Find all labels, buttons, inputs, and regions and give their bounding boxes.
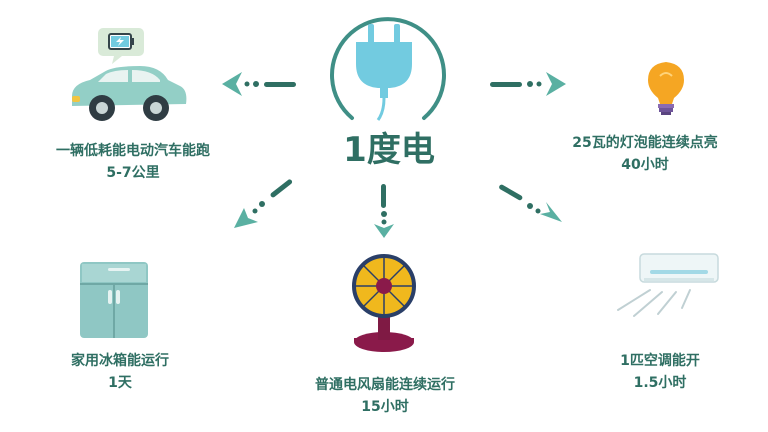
- battery-icon: [98, 28, 144, 64]
- car-label-line1: 一辆低耗能电动汽车能跑: [56, 143, 210, 159]
- ac-label-line2: 1.5小时: [633, 375, 687, 391]
- arrow-to-bulb: [490, 72, 566, 96]
- arrow-to-fridge: [234, 179, 293, 228]
- bulb-label: 25瓦的灯泡能连续点亮 40小时: [530, 132, 760, 176]
- fridge-label-line1: 家用冰箱能运行: [71, 353, 169, 369]
- bulb-label-line2: 40小时: [621, 157, 669, 173]
- ac-label-line1: 1匹空调能开: [620, 353, 700, 369]
- air-conditioner-icon: [617, 253, 719, 317]
- bulb-icon: [648, 62, 684, 115]
- bulb-label-line1: 25瓦的灯泡能连续点亮: [572, 135, 718, 151]
- fridge-label: 家用冰箱能运行 1天: [30, 350, 210, 394]
- fridge-icon: [80, 262, 148, 338]
- car-label-line2: 5-7公里: [106, 165, 160, 181]
- fan-label-line2: 15小时: [361, 399, 409, 415]
- fan-label: 普通电风扇能连续运行 15小时: [270, 374, 500, 418]
- fan-label-line1: 普通电风扇能连续运行: [315, 377, 455, 393]
- fan-icon: [352, 254, 416, 352]
- car-label: 一辆低耗能电动汽车能跑 5-7公里: [8, 140, 258, 184]
- ac-label: 1匹空调能开 1.5小时: [580, 350, 740, 394]
- arrow-to-ac: [499, 184, 562, 222]
- center-title: 1度电: [343, 130, 435, 170]
- fridge-label-line2: 1天: [108, 375, 132, 391]
- arrow-to-fan: [374, 184, 394, 238]
- arrow-to-car: [222, 72, 296, 96]
- car-icon: [72, 66, 187, 121]
- plug-icon: [330, 17, 446, 121]
